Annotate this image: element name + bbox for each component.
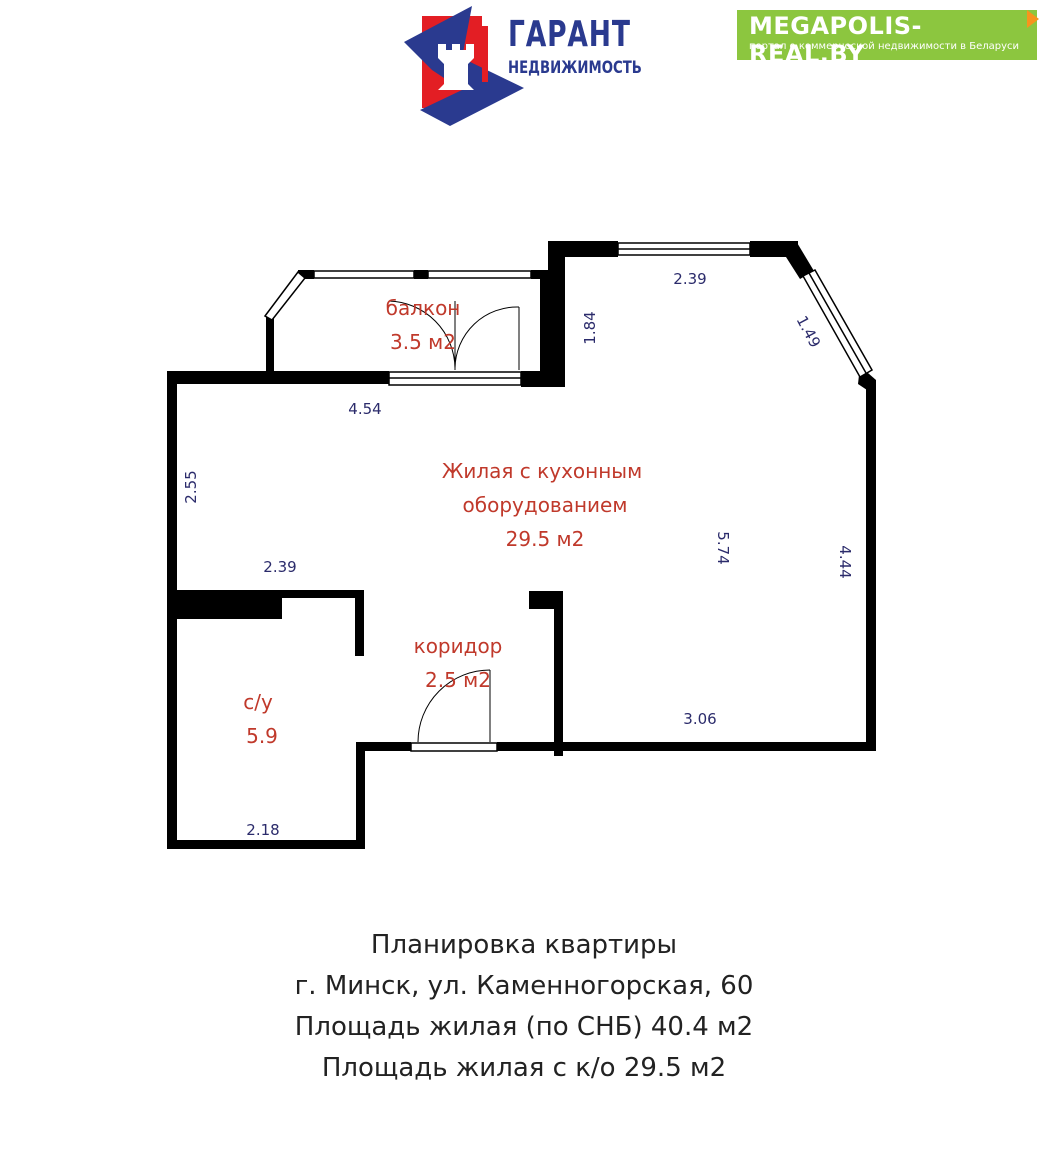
wall-bath-top-thin: [277, 590, 364, 598]
dim-diag: 1.49: [793, 313, 825, 351]
wall-bottom: [555, 742, 876, 751]
window-balcony-1: [313, 270, 415, 279]
wall-bottom-cor-r: [497, 742, 557, 751]
megapolis-badge[interactable]: MEGAPOLIS-REAL.BY портал о коммерческой …: [737, 10, 1039, 68]
wall-bath-top-thick: [167, 590, 282, 619]
wall-top-r1: [548, 241, 618, 257]
company-logo: [404, 6, 524, 126]
door-opening-corridor: [410, 742, 498, 752]
dim-top-left: 4.54: [348, 400, 381, 418]
window-balcony-2: [427, 270, 532, 279]
label-corridor-area: 2.5 м2: [425, 668, 491, 692]
dim-top-right: 2.39: [673, 270, 706, 288]
wall-balcony-left: [266, 316, 274, 374]
dim-center-v: 5.74: [714, 531, 732, 564]
wall-balcony-top-b: [414, 270, 428, 279]
wall-step: [548, 241, 565, 387]
wall-bath-bottom: [167, 840, 365, 849]
dim-mid: 2.39: [263, 558, 296, 576]
badge-title: MEGAPOLIS-REAL.BY: [749, 12, 923, 68]
dim-balcony-side: 1.84: [581, 311, 599, 344]
wall-partition: [554, 591, 563, 756]
label-living-1: Жилая с кухонным: [442, 459, 642, 483]
rook-icon: [438, 44, 474, 90]
label-living-area: 29.5 м2: [506, 527, 585, 551]
wall-balcony-right: [540, 270, 550, 374]
dim-left: 2.55: [182, 470, 200, 503]
label-bath-area: 5.9: [246, 724, 278, 748]
caption-area-living: Площадь жилая с к/о 29.5 м2: [321, 1053, 727, 1083]
badge-subtitle: портал о коммерческой недвижимости в Бел…: [749, 41, 1019, 52]
dim-bath-bottom: 2.18: [246, 821, 279, 839]
flag-icon: [1027, 10, 1039, 28]
wall-bath-stub: [355, 590, 364, 656]
dim-bottom-right: 3.06: [683, 710, 716, 728]
logo-subtitle: НЕДВИЖИМОСТЬ: [508, 58, 642, 78]
door-swing-balcony-left: [388, 300, 456, 369]
dim-right-v: 4.44: [836, 545, 854, 578]
wall-balcony-top-a: [298, 270, 314, 279]
wall-top-r2: [750, 241, 798, 257]
caption-title: Планировка квартиры: [370, 930, 678, 960]
wall-corner-tr: [786, 241, 814, 279]
caption-address: г. Минск, ул. Каменногорская, 60: [294, 971, 754, 1001]
wall-right: [866, 380, 876, 751]
dimension-labels: 2.39 1.49 1.84 4.54 2.55 2.39 5.74 4.44 …: [182, 270, 854, 839]
door-swing-balcony-right: [454, 306, 520, 369]
label-bath: с/у: [243, 690, 273, 714]
logo-key-stem: [482, 26, 488, 82]
door-swing-corridor: [417, 669, 491, 743]
caption-area-snb: Площадь жилая (по СНБ) 40.4 м2: [294, 1012, 754, 1042]
window-diagonal-line: [808, 272, 867, 374]
label-balcony-area: 3.5 м2: [390, 330, 456, 354]
walls: [167, 241, 876, 849]
room-labels: балкон 3.5 м2 Жилая с кухонным оборудова…: [243, 296, 642, 748]
wall-bath-right: [356, 742, 365, 849]
label-corridor: коридор: [414, 634, 503, 658]
windows: [263, 242, 874, 752]
wall-top-left: [167, 371, 389, 384]
wall-bottom-cor-l: [357, 742, 411, 751]
label-balcony: балкон: [386, 296, 461, 320]
label-living-2: оборудованием: [463, 493, 628, 517]
window-balcony-corner: [263, 270, 307, 321]
logo-title: ГАРАНТ: [508, 14, 631, 55]
wall-balcony-top-c: [531, 270, 550, 279]
doors: [388, 300, 520, 743]
